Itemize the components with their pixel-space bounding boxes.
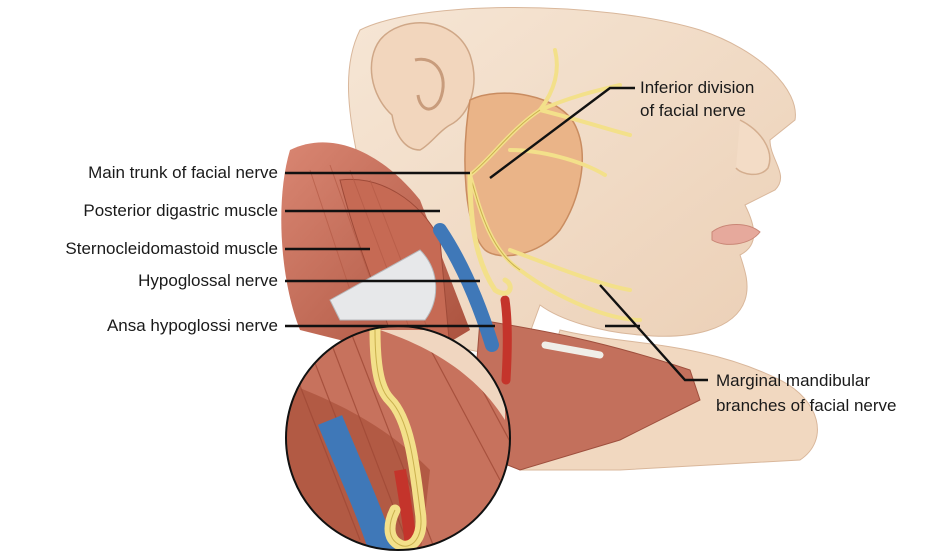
label-main-trunk: Main trunk of facial nerve [20, 163, 278, 183]
label-marginal-mandibular-line2: branches of facial nerve [716, 396, 897, 416]
label-hypoglossal: Hypoglossal nerve [20, 271, 278, 291]
label-ansa-hypoglossi: Ansa hypoglossi nerve [20, 316, 278, 336]
label-inferior-division-line1: Inferior division [640, 78, 754, 98]
label-inferior-division-line2: of facial nerve [640, 101, 746, 121]
label-posterior-digastric: Posterior digastric muscle [20, 201, 278, 221]
label-marginal-mandibular-line1: Marginal mandibular [716, 371, 870, 391]
carotid-artery [505, 300, 507, 380]
label-sternocleidomastoid: Sternocleidomastoid muscle [4, 239, 278, 259]
